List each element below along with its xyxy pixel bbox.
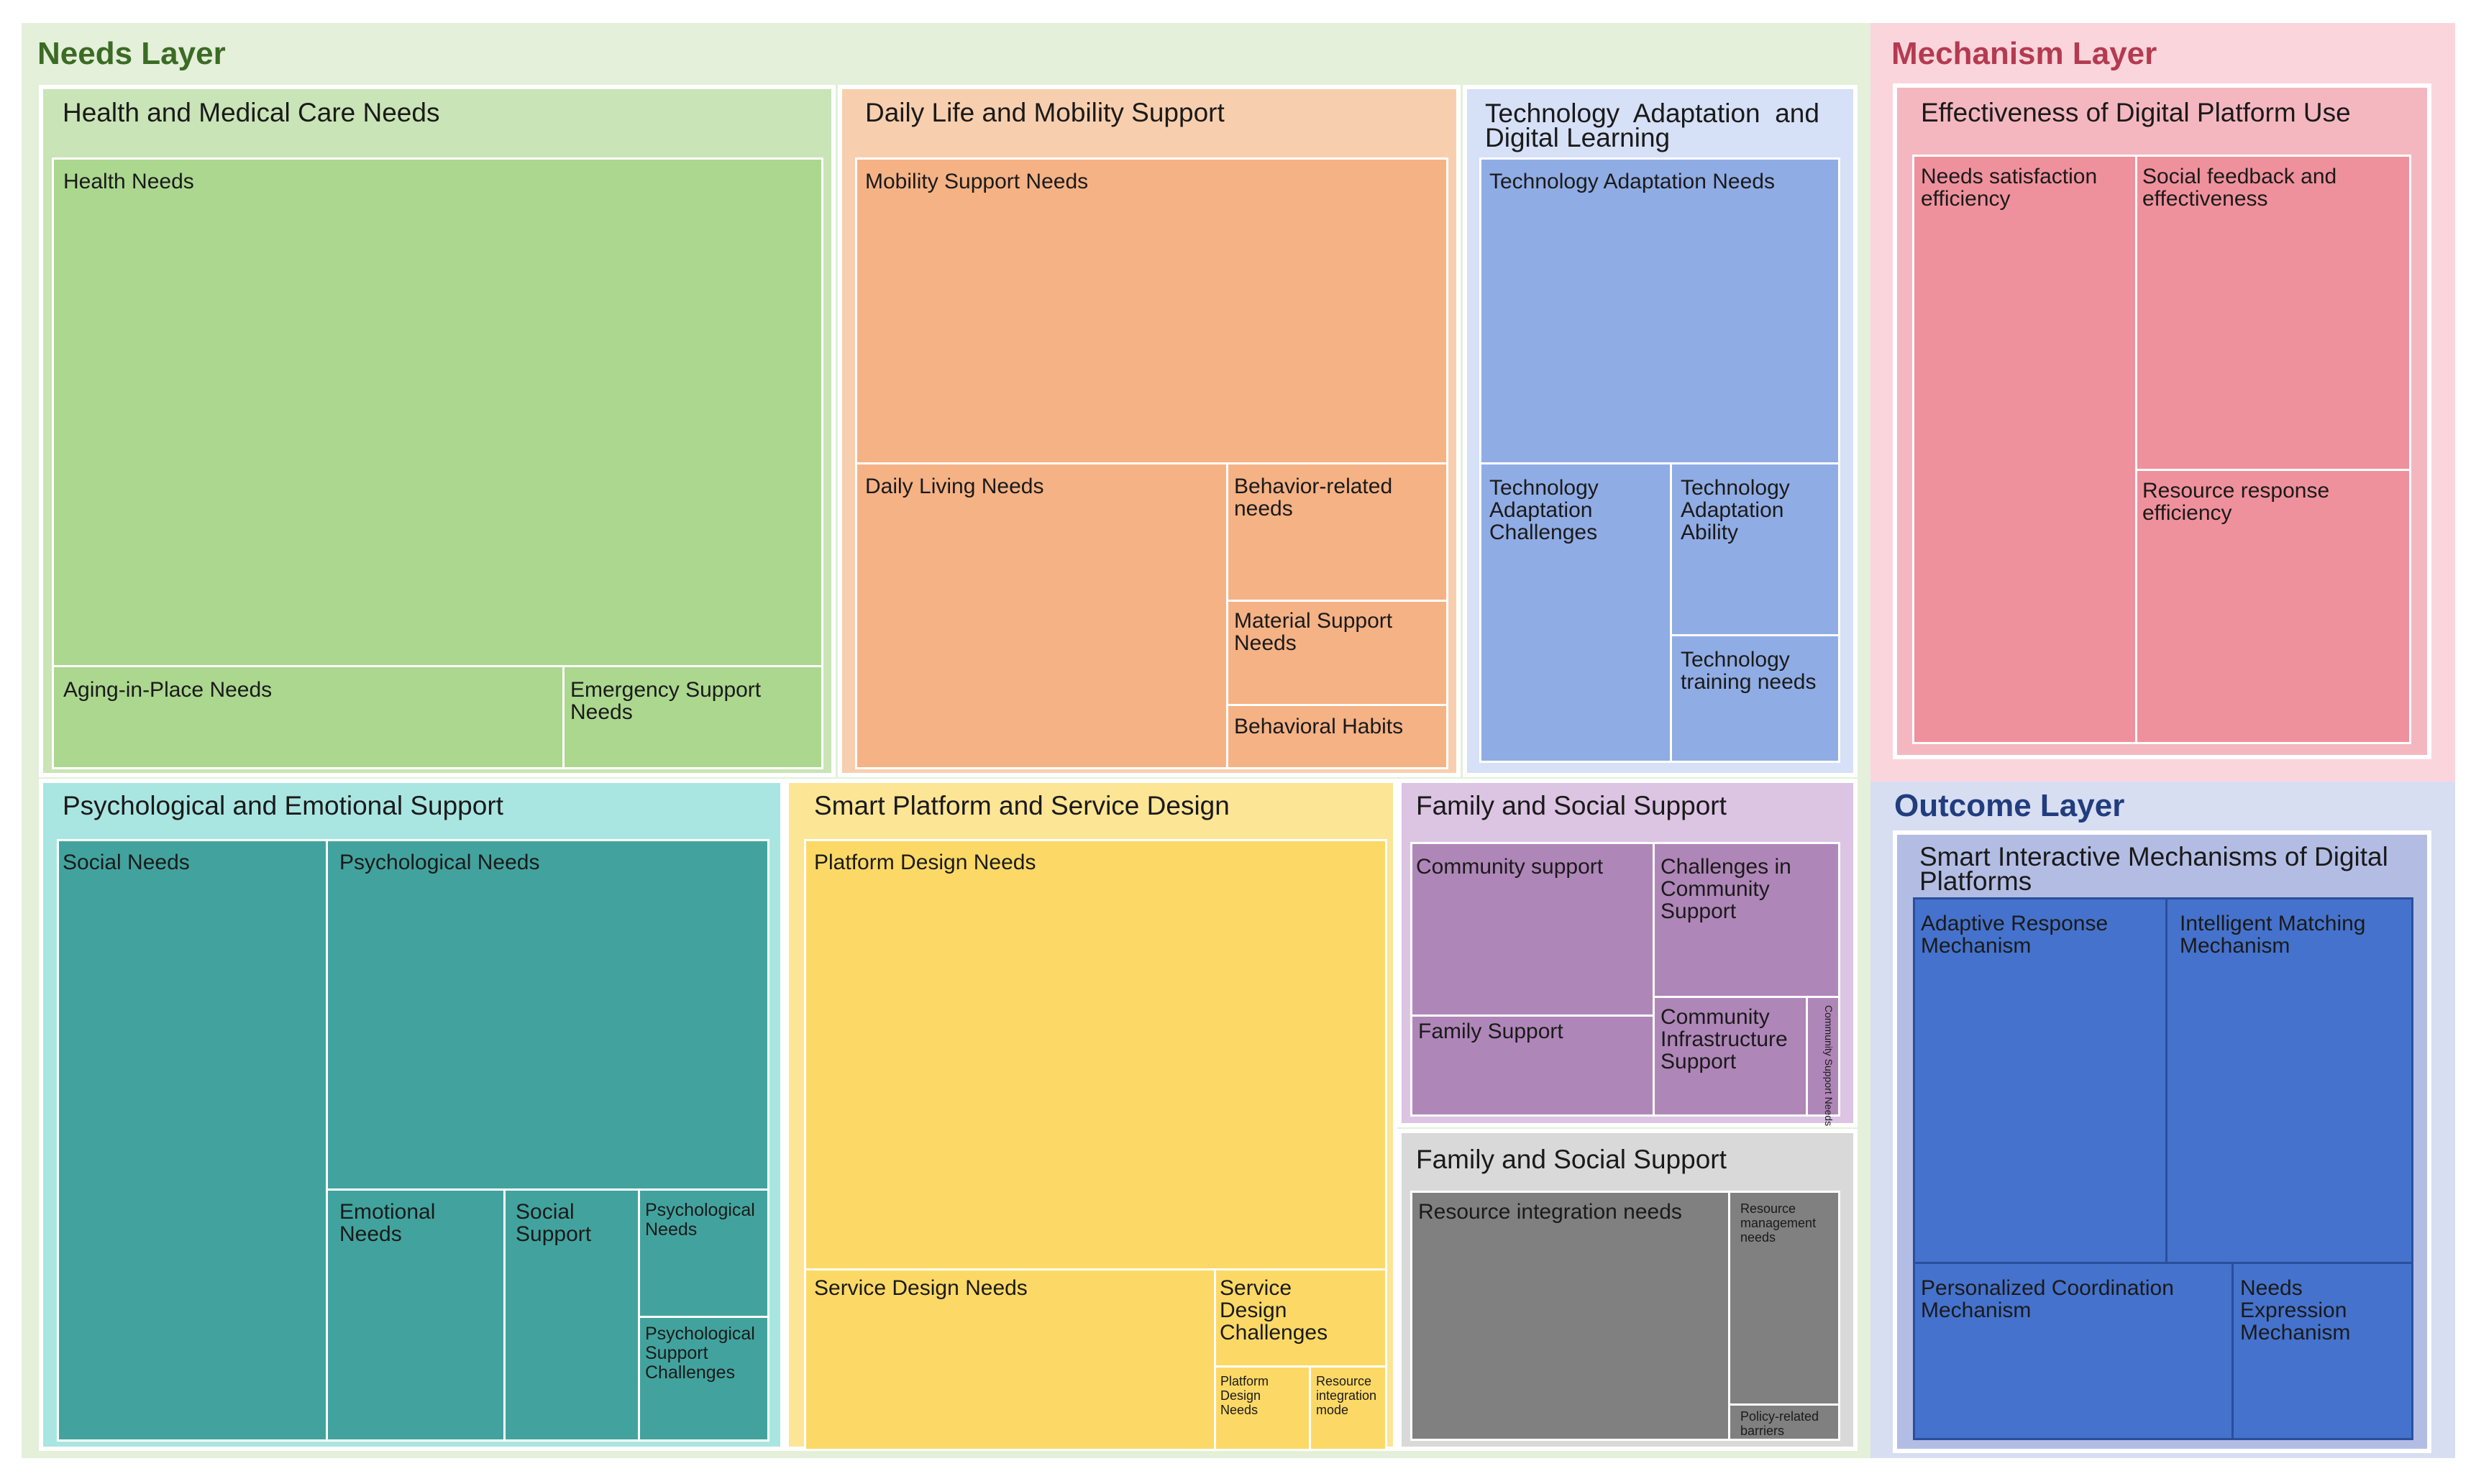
- leaf-tech-ability-label: Technology Adaptation Ability: [1681, 476, 1790, 544]
- leaf-tech-training-label: Technology training needs: [1681, 648, 1817, 694]
- leaf-resource-integration-needs-label: Resource integration needs: [1418, 1200, 1682, 1224]
- leaf-resource-management-label: Resource management needs: [1740, 1201, 1817, 1245]
- leaf-policy-barriers-label: Policy-related barriers: [1740, 1409, 1819, 1438]
- leaf-health-needs-label: Health Needs: [63, 170, 194, 193]
- leaf-tech-ability: [1670, 462, 1840, 636]
- leaf-personalized-coordination-label: Personalized Coordination Mechanism: [1921, 1276, 2174, 1322]
- leaf-adaptive-response-label: Adaptive Response Mechanism: [1921, 912, 2109, 958]
- group-daily-life-title: Daily Life and Mobility Support: [865, 98, 1225, 127]
- leaf-daily-living: [855, 462, 1228, 769]
- group-technology-title: Technology Adaptation and Digital Learni…: [1485, 99, 1819, 152]
- leaf-platform-design-needs: [804, 839, 1387, 1270]
- leaf-social-needs-label: Social Needs: [63, 851, 190, 874]
- leaf-behavior-related-label: Behavior-related needs: [1234, 475, 1393, 521]
- leaf-challenges-community-label: Challenges in Community Support: [1660, 855, 1791, 923]
- leaf-tech-challenges-label: Technology Adaptation Challenges: [1489, 476, 1599, 544]
- leaf-needs-expression: [2231, 1262, 2413, 1440]
- leaf-emotional-needs-label: Emotional Needs: [339, 1200, 436, 1246]
- leaf-tech-training: [1670, 634, 1840, 763]
- leaf-emergency-support-label: Emergency Support Needs: [570, 678, 762, 724]
- leaf-needs-expression-label: Needs Expression Mechanism: [2240, 1276, 2351, 1345]
- leaf-mobility-support: [855, 157, 1448, 464]
- leaf-family-support-label: Family Support: [1418, 1020, 1563, 1043]
- leaf-resource-response-label: Resource response efficiency: [2142, 479, 2330, 525]
- leaf-mobility-support-label: Mobility Support Needs: [865, 170, 1089, 193]
- needs-layer-title: Needs Layer: [37, 36, 226, 71]
- leaf-psych-support-challenges: [638, 1316, 769, 1442]
- leaf-needs-satisfaction: [1912, 155, 2137, 744]
- group-family-social-title: Family and Social Support: [1416, 791, 1727, 820]
- outcome-layer-title: Outcome Layer: [1894, 788, 2125, 823]
- leaf-resource-integration-needs: [1410, 1191, 1730, 1441]
- group-smart-interactive-title: Smart Interactive Mechanisms of Digital …: [1919, 842, 2388, 896]
- leaf-social-needs: [57, 839, 328, 1442]
- leaf-resource-management: [1728, 1191, 1840, 1406]
- leaf-community-support-needs-label: Community Support Needs: [1823, 1005, 1835, 1127]
- leaf-material-support: [1226, 600, 1448, 706]
- leaf-intelligent-matching-label: Intelligent Matching Mechanism: [2180, 912, 2366, 958]
- leaf-aging-in-place-label: Aging-in-Place Needs: [63, 678, 273, 702]
- leaf-social-support-label: Social Support: [516, 1200, 592, 1246]
- leaf-tech-adaptation-needs: [1479, 157, 1840, 464]
- leaf-family-support: [1410, 1014, 1655, 1117]
- leaf-behavioral-habits-label: Behavioral Habits: [1234, 715, 1404, 738]
- leaf-community-infrastructure-label: Community Infrastructure Support: [1660, 1005, 1788, 1073]
- leaf-psychological-needs-small: [638, 1188, 769, 1318]
- leaf-psych-support-challenges-label: Psychological Support Challenges: [645, 1324, 755, 1383]
- leaf-community-infrastructure: [1653, 996, 1808, 1117]
- leaf-platform-design-needs-label: Platform Design Needs: [814, 851, 1036, 874]
- leaf-resource-response: [2135, 469, 2411, 744]
- leaf-daily-living-label: Daily Living Needs: [865, 475, 1044, 498]
- leaf-tech-challenges: [1479, 462, 1672, 763]
- mechanism-layer-title: Mechanism Layer: [1891, 36, 2157, 71]
- leaf-needs-satisfaction-label: Needs satisfaction efficiency: [1921, 165, 2098, 211]
- leaf-platform-design-needs-small-label: Platform Design Needs: [1220, 1374, 1269, 1417]
- leaf-aging-in-place: [52, 665, 565, 769]
- leaf-resource-integration-mode: [1309, 1365, 1387, 1451]
- leaf-community-support-label: Community support: [1416, 855, 1604, 879]
- leaf-emotional-needs: [326, 1188, 506, 1442]
- leaf-psychological-needs-small-label: Psychological Needs: [645, 1200, 755, 1240]
- leaf-service-design-needs: [804, 1268, 1216, 1451]
- leaf-service-design-needs-label: Service Design Needs: [814, 1276, 1028, 1300]
- leaf-material-support-label: Material Support Needs: [1234, 609, 1393, 655]
- leaf-social-feedback-label: Social feedback and effectiveness: [2142, 165, 2337, 211]
- leaf-resource-integration-mode-label: Resource integration mode: [1316, 1374, 1377, 1417]
- leaf-behavioral-habits: [1226, 704, 1448, 769]
- group-smart-platform-title: Smart Platform and Service Design: [814, 791, 1230, 820]
- leaf-community-support-needs: [1806, 996, 1840, 1117]
- leaf-personalized-coordination: [1913, 1262, 2234, 1440]
- leaf-policy-barriers: [1728, 1403, 1840, 1441]
- leaf-psychological-needs: [326, 839, 769, 1191]
- group-resource-support-title: Family and Social Support: [1416, 1145, 1727, 1174]
- leaf-challenges-community: [1653, 842, 1840, 998]
- group-psychological-title: Psychological and Emotional Support: [63, 791, 503, 820]
- leaf-health-needs: [52, 157, 823, 667]
- group-health-medical-title: Health and Medical Care Needs: [63, 98, 440, 127]
- group-effectiveness-title: Effectiveness of Digital Platform Use: [1921, 98, 2351, 127]
- leaf-tech-adaptation-needs-label: Technology Adaptation Needs: [1489, 170, 1775, 193]
- leaf-emergency-support: [562, 665, 823, 769]
- leaf-psychological-needs-label: Psychological Needs: [339, 851, 540, 874]
- leaf-service-design-challenges-label: Service Design Challenges: [1220, 1276, 1328, 1345]
